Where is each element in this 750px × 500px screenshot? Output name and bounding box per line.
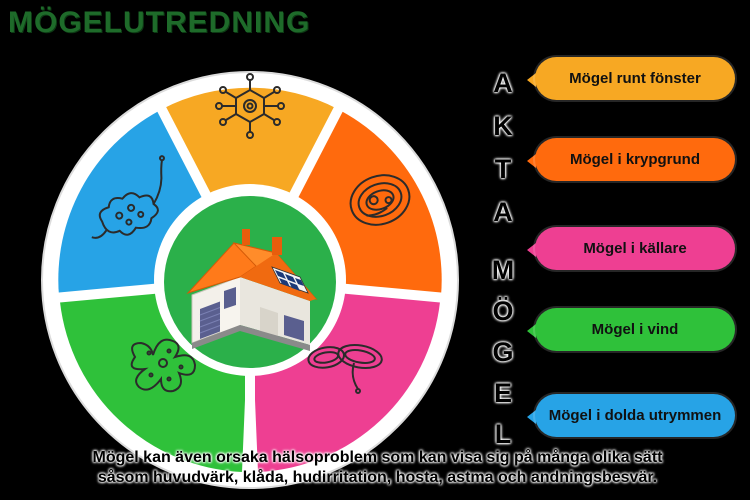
- vertical-word-akta: A K T A: [487, 70, 519, 226]
- mold-strand-icon: [307, 344, 383, 394]
- footer-line-1: Mögel kan även orsaka hälsoproblem som k…: [92, 449, 663, 466]
- vertical-word-mogel: M Ö G E L: [487, 257, 519, 448]
- letter: G: [492, 337, 514, 367]
- amoeba-icon: [130, 338, 197, 393]
- pill-mogel-i-kallare: Mögel i källare: [535, 227, 735, 270]
- footer-line-2: såsom huvudvärk, klåda, hudirritation, h…: [97, 469, 658, 486]
- letter: K: [493, 111, 513, 141]
- segment-top: [161, 87, 339, 280]
- letter: A: [493, 197, 513, 227]
- pill-pointer: [527, 324, 536, 338]
- mold-wheel: [40, 70, 460, 490]
- bacteria-icon: [91, 155, 165, 239]
- pill-mogel-i-vind: Mögel i vind: [535, 308, 735, 351]
- pill-pointer: [527, 410, 536, 424]
- pill-mogel-i-krypgrund: Mögel i krypgrund: [535, 138, 735, 181]
- letter: A: [493, 68, 513, 98]
- letter: E: [493, 378, 512, 408]
- letter: Ö: [492, 296, 514, 326]
- pill-mogel-i-dolda-utrymmen: Mögel i dolda utrymmen: [535, 394, 735, 437]
- letter: M: [491, 255, 515, 285]
- page-title: MÖGELUTREDNING: [8, 6, 311, 39]
- letter: L: [494, 419, 512, 449]
- pill-mogel-runt-fonster: Mögel runt fönster: [535, 57, 735, 100]
- house-illustration: [186, 229, 318, 351]
- pill-pointer: [527, 243, 536, 257]
- virus-icon: [215, 73, 285, 139]
- pill-pointer: [527, 154, 536, 168]
- spore-icon: [349, 174, 411, 226]
- letter: T: [494, 154, 512, 184]
- pill-pointer: [527, 73, 536, 87]
- footer-text: Mögel kan även orsaka hälsoproblem som k…: [20, 448, 735, 488]
